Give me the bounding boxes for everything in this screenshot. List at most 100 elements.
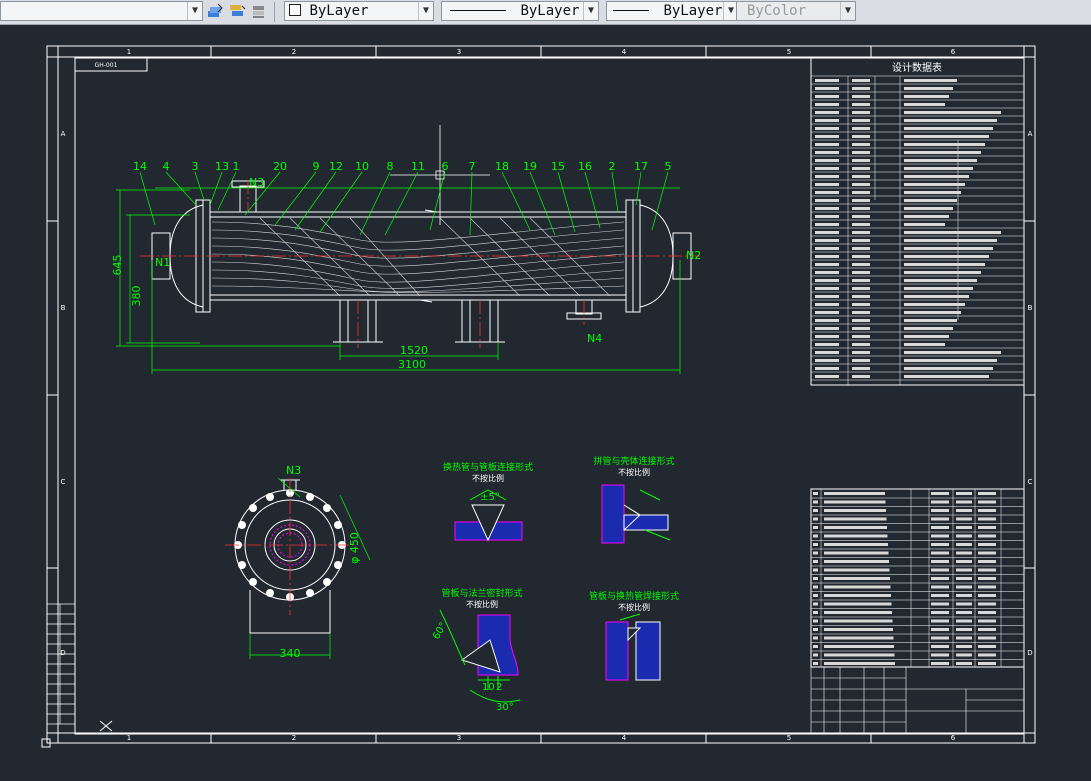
parts-table-text — [978, 543, 996, 546]
parts-table-text — [931, 602, 949, 606]
parts-table-text — [978, 636, 996, 640]
parts-table-text — [956, 517, 972, 521]
design-table-text — [852, 311, 870, 314]
parts-table-text — [931, 509, 949, 512]
design-table-text — [815, 303, 839, 306]
parts-table-text — [813, 611, 818, 614]
callout-17: 17 — [634, 160, 648, 173]
parts-table-text — [824, 568, 890, 572]
grid-col-6: 6 — [951, 48, 956, 56]
design-table-text — [815, 359, 839, 362]
grid-row-b-right: B — [1028, 304, 1033, 312]
parts-table-text — [956, 594, 972, 597]
parts-table-text — [813, 619, 818, 623]
parts-table-text — [824, 662, 895, 665]
parts-table-text — [956, 534, 972, 538]
lineweight-combo[interactable]: ByLayer ▼ — [606, 1, 739, 21]
parts-table-text — [813, 500, 818, 504]
design-table-text — [852, 87, 870, 90]
detail-d: 管板与换热管焊接形式 不按比例 — [589, 590, 679, 681]
parts-table-text — [813, 636, 818, 640]
design-table-text — [904, 335, 949, 338]
design-table-text — [904, 103, 945, 106]
parts-table-text — [824, 602, 892, 606]
label-n3: N3 — [249, 176, 264, 189]
design-table-text — [904, 143, 985, 146]
grid-labels: 1 2 3 4 5 6 1 2 3 4 5 6 A B C D A B C D … — [60, 48, 1032, 742]
parts-table-text — [813, 509, 818, 512]
plotstyle-combo: ByColor ▼ — [736, 1, 856, 21]
callout-10: 10 — [355, 160, 369, 173]
parts-table-text — [824, 560, 889, 563]
parts-table-text — [956, 551, 972, 555]
design-table-text — [815, 335, 839, 338]
callout-14: 14 — [133, 160, 147, 173]
parts-table-text — [824, 551, 889, 555]
design-table-text — [815, 151, 839, 154]
parts-table-text — [813, 628, 818, 631]
revision-sidebar — [46, 603, 76, 725]
parts-table-text — [931, 594, 949, 597]
callout-7: 7 — [469, 160, 476, 173]
parts-table-text — [978, 526, 996, 529]
parts-table-text — [813, 602, 818, 606]
detail-a-title: 换热管与管板连接形式 — [443, 461, 533, 473]
chevron-down-icon: ▼ — [840, 2, 855, 20]
parts-table-text — [813, 551, 818, 555]
design-table-text — [904, 183, 965, 186]
parts-table-text — [956, 611, 972, 614]
parts-table-text — [956, 543, 972, 546]
dim-380: 380 — [130, 286, 143, 307]
design-table-text — [815, 351, 839, 354]
linetype-combo[interactable]: ByLayer ▼ — [441, 1, 599, 21]
grid-col-2-bottom: 2 — [292, 734, 296, 742]
color-combo[interactable]: ByLayer ▼ — [284, 1, 434, 21]
drawing-number-box: GH-001 — [95, 62, 118, 69]
parts-table-text — [978, 551, 996, 555]
color-swatch — [289, 4, 301, 16]
grid-row-d-right: D — [1027, 649, 1032, 657]
dimension-texts: 645 380 1520 3100 — [111, 255, 428, 372]
parts-table-text — [824, 534, 888, 538]
design-table-text — [904, 87, 953, 90]
detail-d-subtitle: 不按比例 — [618, 602, 650, 612]
leader-lines — [139, 171, 680, 236]
design-table-text — [815, 271, 839, 274]
parts-table-text — [931, 585, 949, 589]
design-table-text — [852, 207, 870, 210]
parts-table-text — [931, 568, 949, 572]
design-table-text — [815, 167, 839, 170]
match-layer-icon[interactable] — [228, 2, 246, 20]
design-table-text — [815, 223, 839, 226]
parts-table-text — [813, 560, 818, 563]
parts-table-text — [824, 526, 887, 529]
label-n4: N4 — [587, 332, 602, 345]
drawing-canvas[interactable]: 1 2 3 4 5 6 1 2 3 4 5 6 A B C D A B C D … — [0, 25, 1091, 781]
parts-table-text — [824, 517, 887, 521]
dim-645: 645 — [111, 255, 124, 276]
callout-16: 16 — [578, 160, 592, 173]
heat-exchanger-elevation: 14 4 3 13 1 20 9 12 10 8 11 6 7 18 19 15… — [111, 125, 701, 374]
design-table-text — [904, 247, 993, 250]
design-table-text — [815, 127, 839, 130]
parts-table-text — [978, 645, 996, 648]
parts-table-text — [931, 543, 949, 546]
design-table-text — [815, 327, 839, 330]
chevron-down-icon: ▼ — [723, 2, 738, 20]
design-table-text — [904, 207, 953, 210]
parts-table-text — [956, 509, 972, 512]
design-table-text — [904, 375, 989, 378]
design-table-text — [904, 119, 997, 122]
parts-table-text — [931, 628, 949, 631]
parts-table-text — [824, 585, 891, 589]
design-table-text — [815, 95, 839, 98]
make-current-layer-icon[interactable] — [206, 2, 224, 20]
design-table-text — [815, 247, 839, 250]
layer-combo[interactable]: ▼ — [0, 1, 203, 21]
detail-c-subtitle: 不按比例 — [466, 599, 498, 609]
grid-row-b: B — [61, 304, 66, 312]
design-table-text — [904, 239, 997, 242]
parts-table-text — [978, 602, 996, 606]
layer-previous-icon[interactable] — [250, 2, 268, 20]
design-table-text — [904, 111, 1001, 114]
